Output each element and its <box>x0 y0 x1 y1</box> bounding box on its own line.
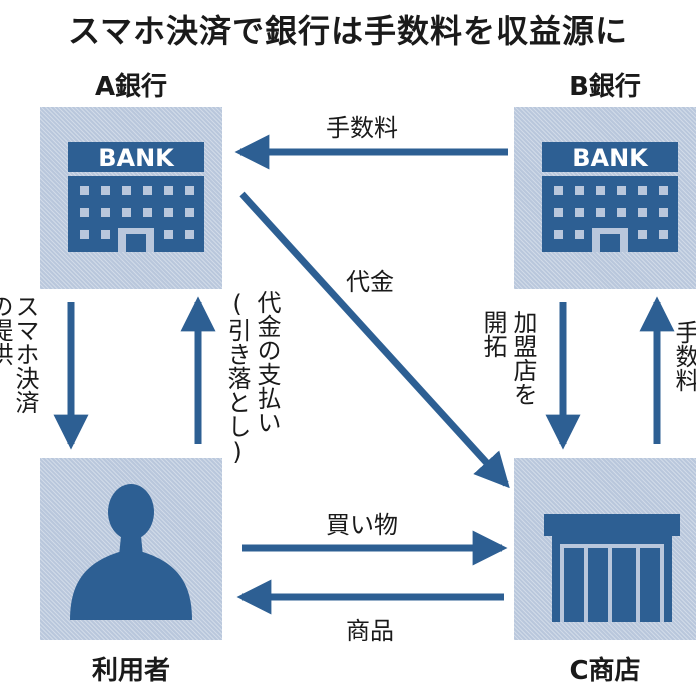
bank-b-sign: BANK <box>572 144 649 172</box>
bank-b-label: B銀行 <box>569 72 641 102</box>
bank-a-icon <box>68 142 204 252</box>
user-label: 利用者 <box>91 656 170 686</box>
provide-label-line2: の提供 <box>0 294 13 366</box>
bank-a-label: A銀行 <box>94 72 168 102</box>
payment-a-to-shop-label: 代金 <box>346 268 394 296</box>
diagram-title: スマホ決済で銀行は手数料を収益源に <box>67 12 629 50</box>
provide-label-line1: スマホ決済 <box>11 294 39 414</box>
bank-b-icon <box>542 142 678 252</box>
arrow-payment-a-to-shop <box>239 191 510 489</box>
pay-label-line1: 代金の支払い <box>253 290 281 434</box>
merchant-label-line2: 開拓 <box>479 310 507 358</box>
shop-label: C商店 <box>569 656 641 686</box>
bank-a-sign: BANK <box>98 144 175 172</box>
person-icon <box>70 484 192 620</box>
goods-label: 商品 <box>346 617 394 645</box>
fee-b-to-a-label: 手数料 <box>326 114 398 142</box>
fee-shop-to-b-label: 手数料 <box>671 320 696 392</box>
pay-label-line2: (引き落とし) <box>223 290 251 466</box>
merchant-label-line1: 加盟店を <box>509 310 537 406</box>
purchase-label: 買い物 <box>326 511 398 539</box>
shop-icon <box>544 514 680 622</box>
